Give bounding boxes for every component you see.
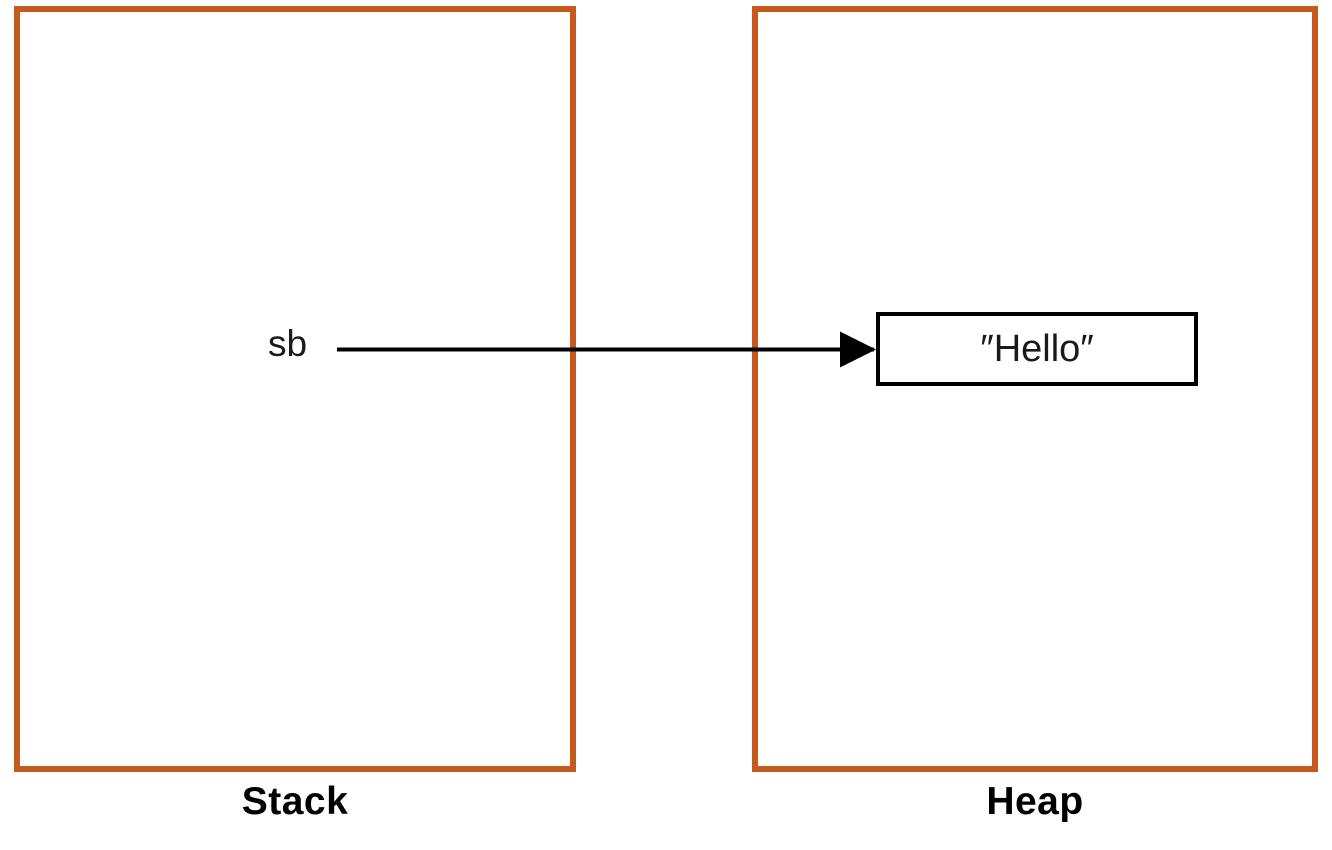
heap-region-rectangle: [752, 6, 1318, 772]
heap-object-box-hello: ″Hello″: [876, 312, 1198, 386]
stack-variable-label-sb: sb: [268, 323, 308, 364]
heap-region-caption: Heap: [986, 780, 1084, 823]
stack-region-rectangle: [14, 6, 576, 772]
stack-region-caption: Stack: [241, 780, 349, 823]
heap-object-value-text: ″Hello″: [980, 328, 1094, 370]
